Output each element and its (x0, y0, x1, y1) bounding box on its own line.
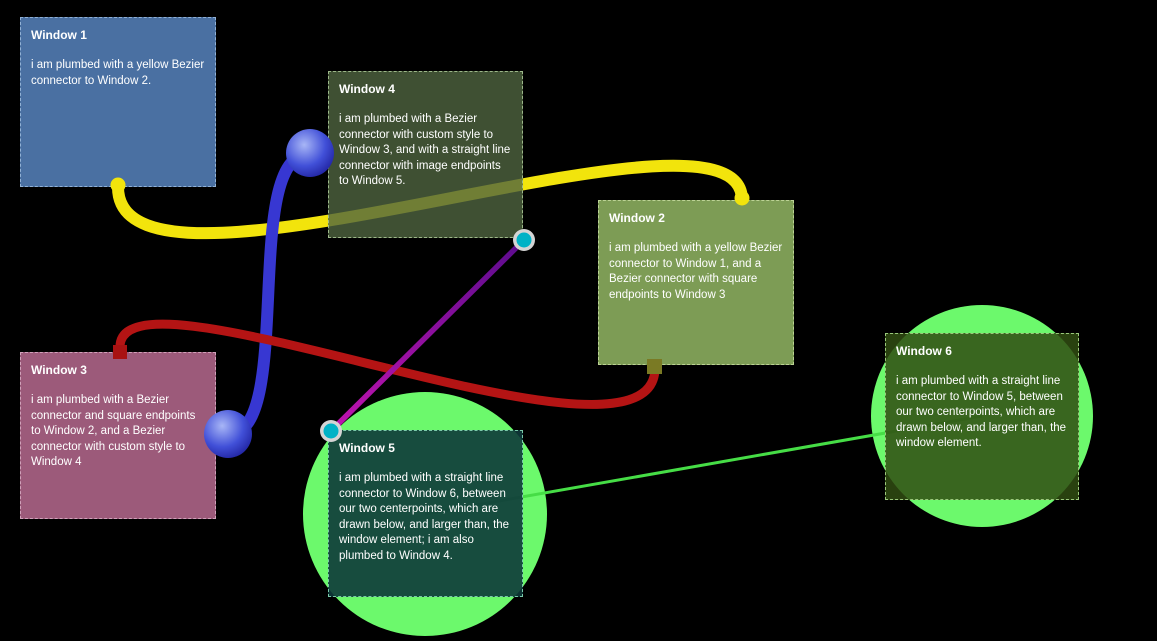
window-3-body: i am plumbed with a Bezier connector and… (31, 394, 196, 468)
red-bezier-connector[interactable] (115, 319, 660, 409)
window-1-title: Window 1 (31, 28, 87, 42)
window-3-title: Window 3 (31, 363, 87, 377)
window-2[interactable]: Window 2 i am plumbed with a yellow Bezi… (598, 200, 794, 365)
ball-endpoint-window4[interactable] (286, 129, 334, 177)
image-endpoint-window4[interactable] (513, 229, 535, 251)
purple-line-connector[interactable] (329, 238, 526, 433)
square-endpoint-window2[interactable] (647, 359, 662, 374)
window-5-title: Window 5 (339, 441, 395, 455)
image-endpoint-window5[interactable] (320, 420, 342, 442)
ball-endpoint-window3[interactable] (204, 410, 252, 458)
square-endpoint-window3[interactable] (113, 345, 127, 359)
window-2-body: i am plumbed with a yellow Bezier connec… (609, 242, 783, 301)
window-4[interactable]: Window 4 i am plumbed with a Bezier conn… (328, 71, 523, 238)
window-4-title: Window 4 (339, 82, 395, 96)
window-1-body: i am plumbed with a yellow Bezier connec… (31, 59, 205, 87)
yellow-dot-endpoint-window2[interactable] (734, 190, 750, 206)
window-6-body: i am plumbed with a straight line connec… (896, 375, 1067, 449)
blue-bezier-connector[interactable] (222, 147, 316, 441)
window-5-body: i am plumbed with a straight line connec… (339, 472, 510, 562)
yellow-dot-endpoint-window1[interactable] (110, 177, 126, 193)
window-6[interactable]: Window 6 i am plumbed with a straight li… (885, 333, 1079, 500)
window-4-body: i am plumbed with a Bezier connector wit… (339, 113, 511, 187)
window-6-title: Window 6 (896, 344, 952, 358)
window-5[interactable]: Window 5 i am plumbed with a straight li… (328, 430, 523, 597)
window-2-title: Window 2 (609, 211, 665, 225)
